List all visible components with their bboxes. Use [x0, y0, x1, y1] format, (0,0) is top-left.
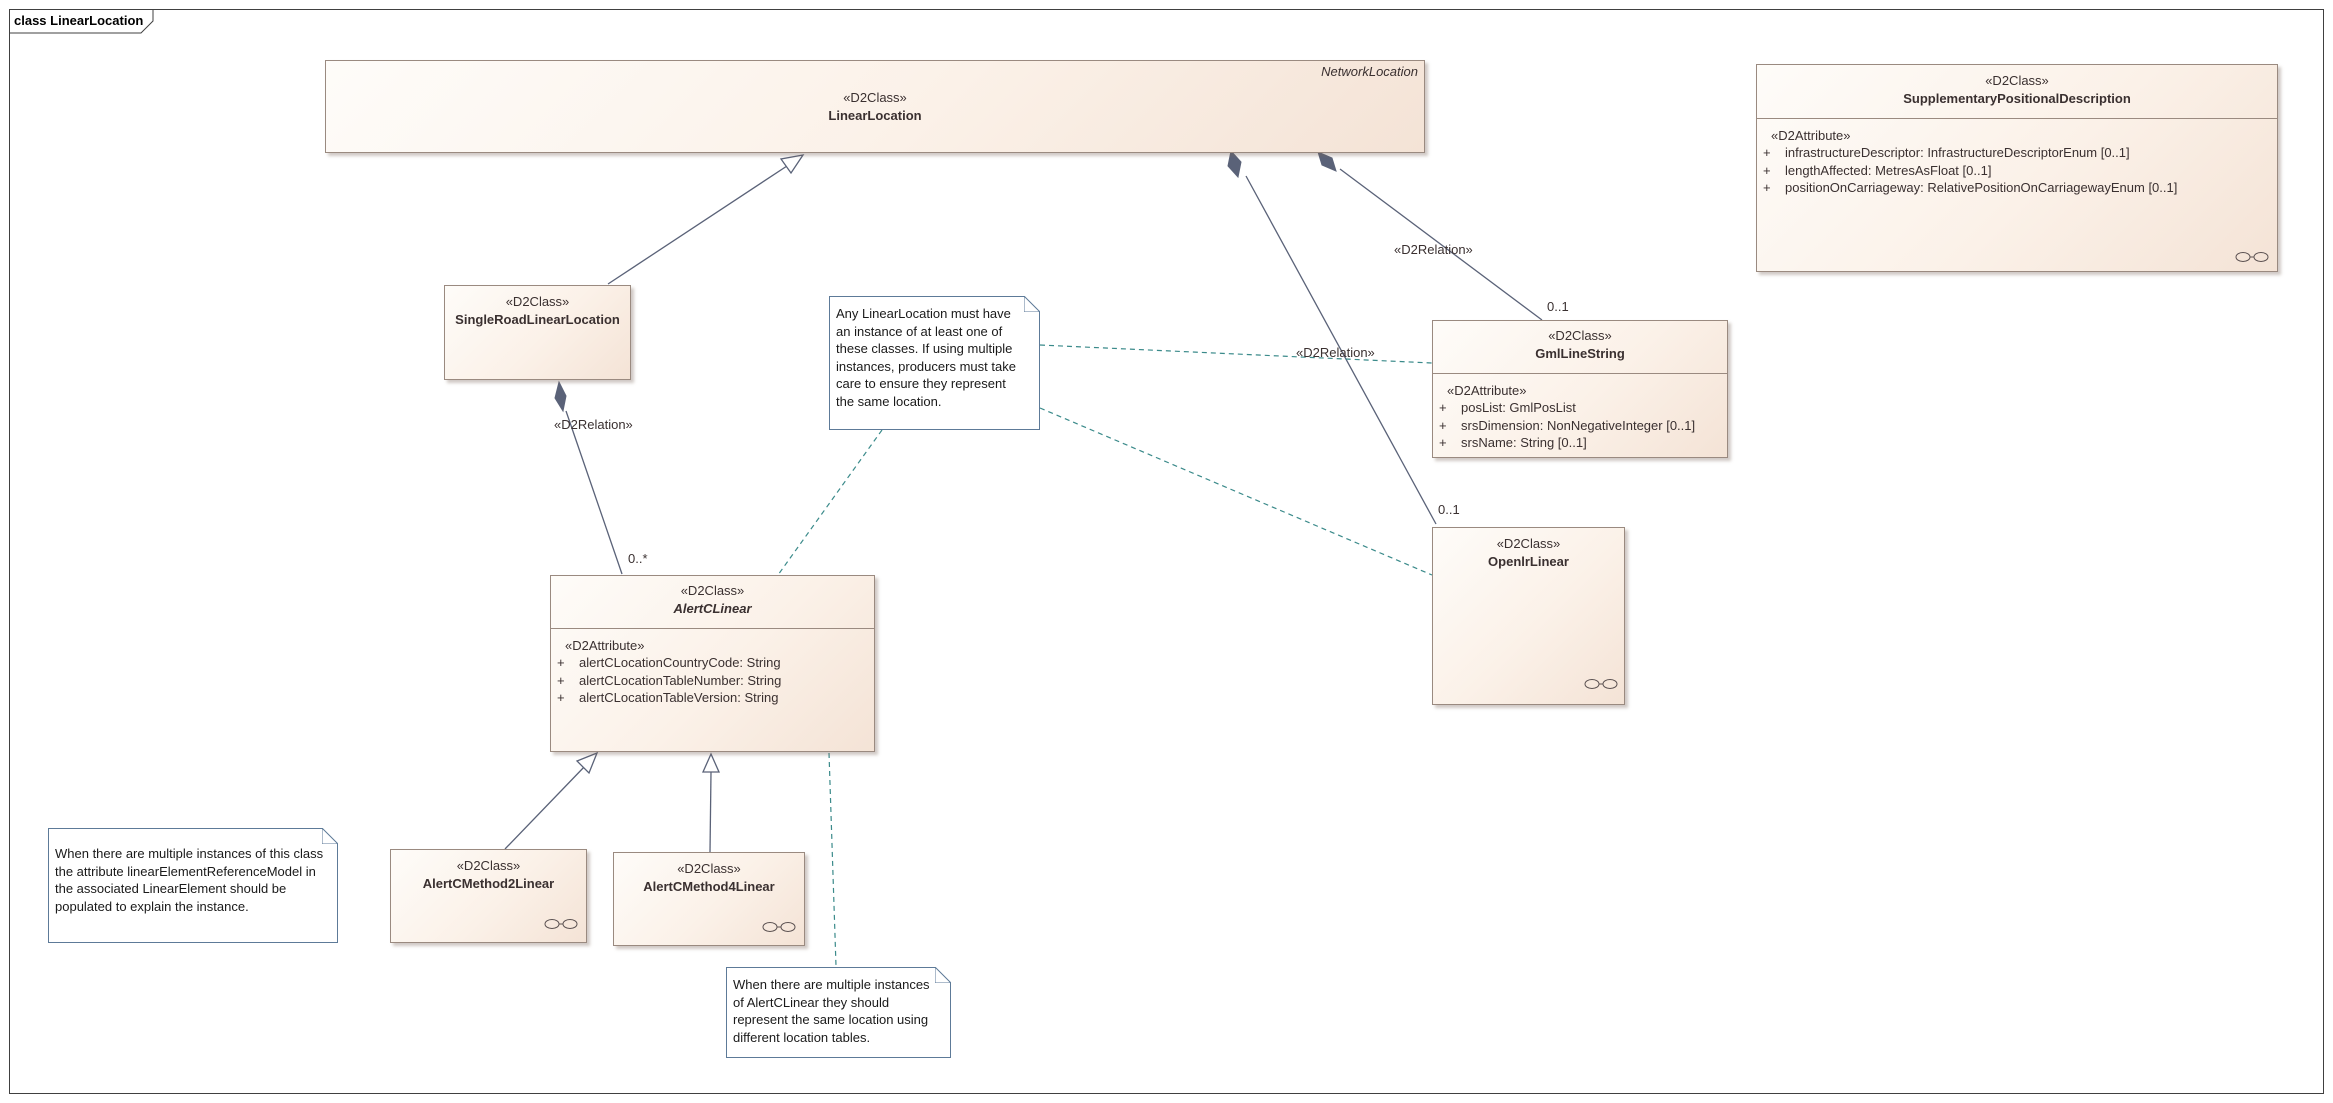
frame-tab-outline: [10, 10, 154, 34]
note-anchor-alertc-note: [828, 752, 837, 967]
attribute-text: positionOnCarriageway: RelativePositionO…: [1785, 180, 2178, 195]
class-single-road-linear-location[interactable]: «D2Class» SingleRoadLinearLocation: [444, 285, 631, 380]
note-fold-corner: [1024, 296, 1040, 312]
class-openlr-linear[interactable]: «D2Class» OpenlrLinear: [1432, 527, 1625, 705]
generalization-method2-arrowhead: [575, 751, 599, 775]
visibility-marker: +: [557, 655, 565, 670]
gml-multiplicity-label: 0..1: [1547, 299, 1569, 314]
generalization-method4-arrowhead: [701, 752, 721, 773]
generalization-single-road-arrowhead: [779, 154, 805, 175]
attribute-row: + alertCLocationTableVersion: String: [551, 689, 874, 707]
attribute-text: srsDimension: NonNegativeInteger [0..1]: [1461, 417, 1696, 433]
note-alertc-multiple-instances: When there are multiple instances of Ale…: [726, 967, 951, 1058]
class-stereotype: «D2Class»: [843, 90, 907, 105]
attribute-text: posList: GmlPosList: [1461, 400, 1576, 415]
alertc-relation-label: «D2Relation»: [554, 417, 633, 432]
generalization-single-road-line: [607, 163, 791, 285]
generalization-method2-line: [504, 764, 587, 850]
visibility-marker: +: [1439, 435, 1447, 450]
class-alertc-method2-linear[interactable]: «D2Class» AlertCMethod2Linear: [390, 849, 587, 943]
attribute-row: + infrastructureDescriptor: Infrastructur…: [1757, 144, 2277, 162]
visibility-marker: +: [1439, 417, 1447, 433]
composition-openlr-line: [1245, 175, 1437, 525]
composition-openlr-diamond: [1227, 149, 1242, 179]
diagram-frame: [9, 9, 2324, 1094]
visibility-marker: +: [1763, 162, 1771, 178]
class-stereotype: «D2Class»: [505, 294, 570, 309]
generalization-method4-line: [709, 771, 712, 853]
attribute-row: + alertCLocationCountryCode: String: [551, 654, 874, 672]
class-linear-location[interactable]: NetworkLocation «D2Class» LinearLocation: [325, 60, 1425, 153]
openlr-multiplicity-label: 0..1: [1438, 502, 1460, 517]
note-anchor-to-alertc: [777, 429, 883, 576]
attribute-text: alertCLocationCountryCode: String: [579, 655, 781, 670]
visibility-marker: +: [557, 690, 565, 705]
class-stereotype: «D2Class»: [1548, 328, 1612, 343]
note-linear-location-instances: Any LinearLocation must have an instance…: [829, 296, 1040, 430]
class-gml-line-string[interactable]: «D2Class» GmlLineString «D2Attribute» + p…: [1432, 320, 1728, 458]
note-text: Any LinearLocation must have an instance…: [836, 306, 1016, 409]
attribute-stereotype: «D2Attribute»: [1447, 383, 1527, 398]
class-name: GmlLineString: [1535, 346, 1625, 361]
class-stereotype: «D2Class»: [1985, 73, 2049, 88]
openlr-relation-label: «D2Relation»: [1296, 345, 1375, 360]
attribute-row: + posList: GmlPosList: [1433, 399, 1727, 417]
note-multiple-instances-class: When there are multiple instances of thi…: [48, 828, 338, 943]
visibility-marker: +: [557, 672, 565, 688]
attribute-row: + srsDimension: NonNegativeInteger [0..1]: [1433, 417, 1727, 435]
note-fold-corner: [935, 967, 951, 983]
link-icon: [544, 919, 578, 929]
attribute-text: lengthAffected: MetresAsFloat [0..1]: [1785, 162, 1992, 178]
composition-gml-line: [1339, 168, 1543, 321]
visibility-marker: +: [1763, 145, 1771, 160]
visibility-marker: +: [1763, 180, 1771, 195]
attribute-row: + srsName: String [0..1]: [1433, 434, 1727, 452]
class-stereotype: «D2Class»: [677, 861, 741, 876]
note-anchor-to-gml: [1039, 344, 1433, 364]
class-name: OpenlrLinear: [1488, 554, 1569, 569]
frame-label-text: class LinearLocation: [14, 13, 144, 28]
class-name: LinearLocation: [828, 108, 922, 123]
note-fold-corner: [322, 828, 338, 844]
class-name: SupplementaryPositionalDescription: [1903, 91, 2131, 106]
link-icon: [2235, 252, 2269, 262]
attribute-row: + alertCLocationTableNumber: String: [551, 672, 874, 690]
visibility-marker: +: [1439, 400, 1447, 415]
class-alertc-method4-linear[interactable]: «D2Class» AlertCMethod4Linear: [613, 852, 805, 946]
attribute-text: srsName: String [0..1]: [1461, 435, 1587, 450]
attribute-text: alertCLocationTableNumber: String: [579, 672, 782, 688]
attribute-row: + positionOnCarriageway: RelativePosition…: [1757, 179, 2277, 197]
composition-alertc-diamond: [554, 380, 567, 413]
class-supplementary-positional-description[interactable]: «D2Class» SupplementaryPositionalDescrip…: [1756, 64, 2278, 272]
attribute-stereotype: «D2Attribute»: [1771, 128, 1851, 143]
note-text: When there are multiple instances of thi…: [55, 846, 324, 914]
compartment-divider: [1757, 118, 2277, 119]
attribute-row: + lengthAffected: MetresAsFloat [0..1]: [1757, 162, 2277, 180]
gml-relation-label: «D2Relation»: [1394, 242, 1473, 257]
composition-alertc-line: [565, 410, 623, 575]
parent-class-label: NetworkLocation: [1321, 64, 1418, 79]
note-anchor-to-openlr: [1039, 407, 1433, 576]
compartment-divider: [1433, 373, 1727, 374]
class-stereotype: «D2Class»: [456, 858, 521, 873]
class-name: SingleRoadLinearLocation: [455, 312, 620, 327]
alertc-multiplicity-label: 0..*: [628, 551, 648, 566]
compartment-divider: [551, 628, 874, 629]
class-name: AlertCMethod4Linear: [643, 879, 775, 894]
link-icon: [762, 922, 796, 932]
class-stereotype: «D2Class»: [1496, 536, 1561, 551]
link-icon: [1584, 679, 1618, 689]
class-alertc-linear[interactable]: «D2Class» AlertCLinear «D2Attribute» + al…: [550, 575, 875, 752]
class-stereotype: «D2Class»: [680, 583, 745, 598]
attribute-text: infrastructureDescriptor: Infrastructure…: [1785, 145, 2130, 160]
class-name: AlertCMethod2Linear: [422, 876, 555, 891]
class-name: AlertCLinear: [673, 601, 752, 616]
attribute-stereotype: «D2Attribute»: [565, 638, 645, 653]
diagram-frame-label: class LinearLocation: [9, 9, 169, 33]
attribute-text: alertCLocationTableVersion: String: [579, 690, 779, 705]
note-text: When there are multiple instances of Ale…: [733, 977, 930, 1045]
composition-gml-diamond: [1317, 151, 1337, 172]
